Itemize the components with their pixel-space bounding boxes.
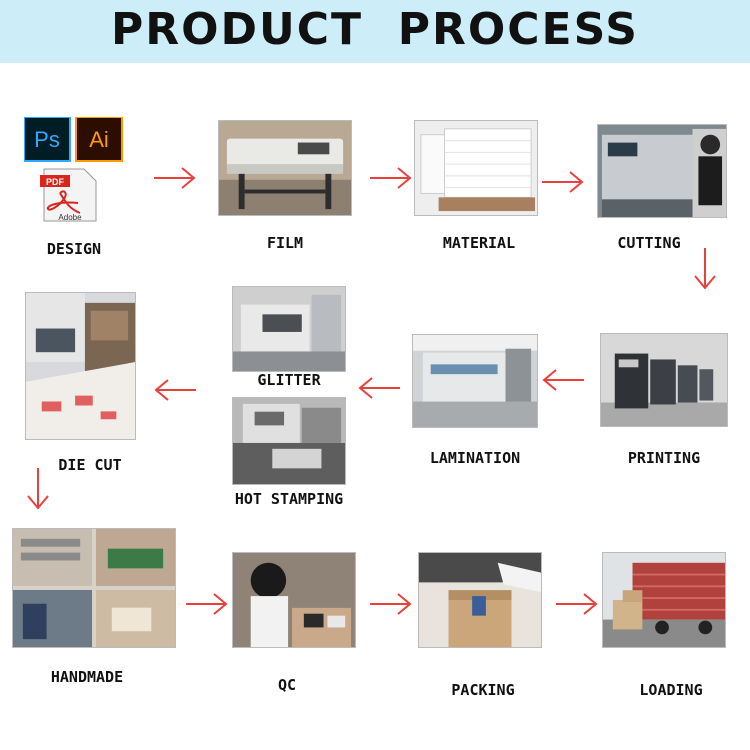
die-cut-photo bbox=[25, 292, 136, 440]
svg-text:Ps: Ps bbox=[34, 127, 60, 152]
material-photo bbox=[414, 120, 538, 216]
step-label-lamination: LAMINATION bbox=[429, 449, 521, 467]
qc-photo bbox=[232, 552, 356, 648]
arrow-right-2 bbox=[368, 166, 414, 190]
cutting-photo bbox=[597, 124, 727, 218]
step-label-glitter: GLITTER bbox=[257, 371, 321, 389]
lamination-photo bbox=[412, 334, 538, 428]
arrow-left-2 bbox=[356, 376, 402, 400]
photoshop-icon bbox=[23, 116, 71, 162]
pdf-file-icon: PDF Adobe bbox=[40, 168, 97, 222]
arrow-left-3 bbox=[152, 378, 198, 402]
step-label-die-cut: DIE CUT bbox=[58, 456, 122, 474]
svg-text:Ai: Ai bbox=[89, 127, 109, 152]
design-software-icons: Ps Ai PDF Adobe bbox=[23, 116, 124, 223]
svg-text:PDF: PDF bbox=[46, 177, 65, 187]
arrow-left-1 bbox=[540, 368, 586, 392]
step-label-design: DESIGN bbox=[46, 240, 102, 258]
illustrator-icon bbox=[75, 116, 123, 162]
glitter-photo bbox=[232, 286, 346, 372]
step-label-handmade: HANDMADE bbox=[50, 668, 124, 686]
handmade-photo bbox=[12, 528, 176, 648]
step-label-hot-stamping: HOT STAMPING bbox=[234, 490, 344, 508]
step-label-printing: PRINTING bbox=[627, 449, 701, 467]
arrow-right-5 bbox=[368, 592, 414, 616]
arrow-down-1 bbox=[693, 246, 717, 292]
step-label-cutting: CUTTING bbox=[617, 234, 681, 252]
step-label-qc: QC bbox=[277, 676, 297, 694]
hot-stamping-photo bbox=[232, 397, 346, 485]
step-label-material: MATERIAL bbox=[442, 234, 516, 252]
film-photo bbox=[218, 120, 352, 216]
arrow-down-2 bbox=[26, 466, 50, 512]
step-label-packing: PACKING bbox=[451, 681, 515, 699]
svg-text:Adobe: Adobe bbox=[58, 213, 82, 222]
step-label-film: FILM bbox=[266, 234, 304, 252]
arrow-right-3 bbox=[540, 170, 586, 194]
packing-photo bbox=[418, 552, 542, 648]
step-label-loading: LOADING bbox=[639, 681, 703, 699]
arrow-right-1 bbox=[152, 166, 198, 190]
loading-photo bbox=[602, 552, 726, 648]
arrow-right-4 bbox=[184, 592, 230, 616]
printing-photo bbox=[600, 333, 728, 427]
page-title: PRODUCT PROCESS bbox=[110, 4, 639, 55]
arrow-right-6 bbox=[554, 592, 600, 616]
title-banner: PRODUCT PROCESS bbox=[0, 0, 750, 63]
